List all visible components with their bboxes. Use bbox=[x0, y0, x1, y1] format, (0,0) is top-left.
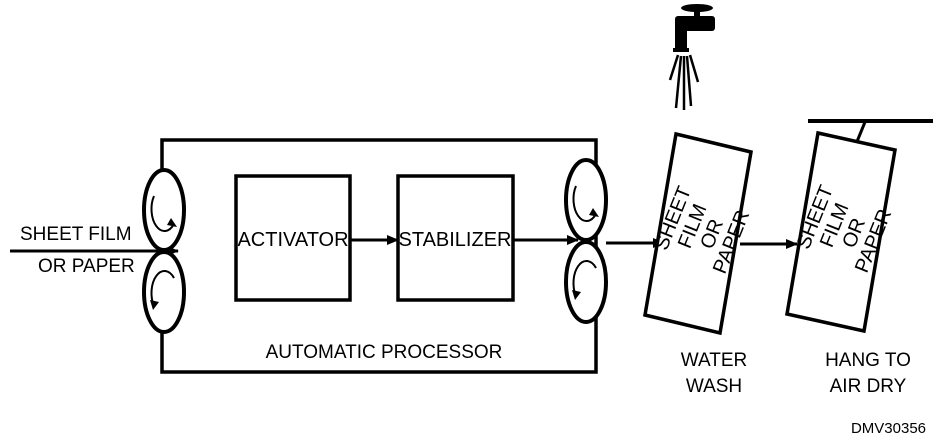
activator-label: ACTIVATOR bbox=[237, 229, 348, 251]
stabilizer-stage: STABILIZER bbox=[396, 174, 515, 302]
activator-stage: ACTIVATOR bbox=[234, 174, 352, 302]
hang-to-air-dry-label-line2: AIR DRY bbox=[830, 376, 907, 397]
input-label-line1: SHEET FILM bbox=[20, 224, 132, 245]
water-faucet-icon bbox=[668, 4, 715, 110]
entry-roller-top bbox=[142, 168, 186, 252]
automatic-processor-label: AUTOMATIC PROCESSOR bbox=[266, 342, 503, 363]
roller-rotation-icon bbox=[150, 195, 177, 233]
stabilizer-label: STABILIZER bbox=[399, 229, 512, 251]
hang-to-air-dry-label-line1: HANG TO bbox=[825, 350, 911, 371]
wash-sheet: SHEET FILM OR PAPER bbox=[642, 131, 754, 336]
roller-rotation-icon bbox=[150, 269, 175, 310]
dry-sheet: SHEET FILM OR PAPER bbox=[784, 130, 898, 334]
roller-rotation-icon bbox=[572, 185, 599, 223]
figure-code: DMV30356 bbox=[851, 420, 926, 437]
input-label-line2: OR PAPER bbox=[38, 256, 135, 277]
exit-roller-top bbox=[564, 158, 608, 242]
water-wash-label-line1: WATER bbox=[681, 350, 748, 371]
entry-roller-bottom bbox=[142, 250, 186, 334]
automatic-processor-enclosure bbox=[160, 138, 598, 374]
exit-roller-bottom bbox=[564, 240, 608, 324]
water-wash-label-line2: WASH bbox=[686, 376, 742, 397]
roller-rotation-icon bbox=[572, 259, 597, 300]
